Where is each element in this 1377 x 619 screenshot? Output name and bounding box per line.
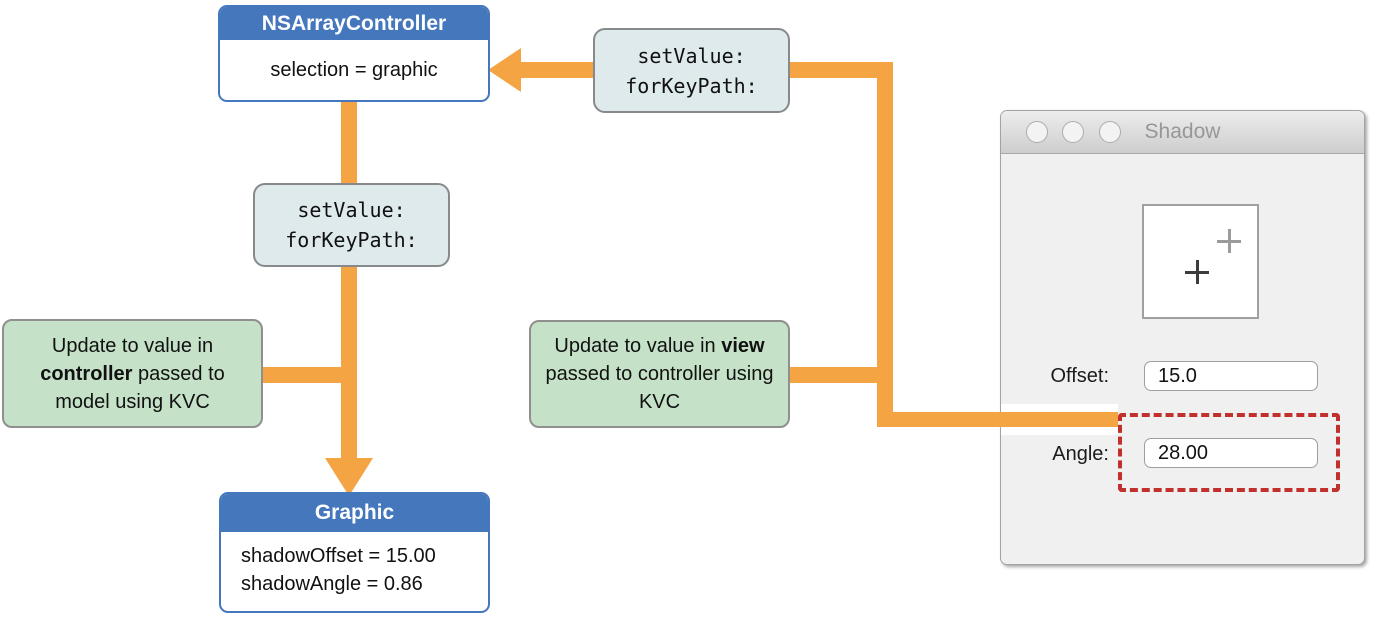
connector-controller-to-model — [341, 100, 357, 458]
window-titlebar: Shadow — [1001, 111, 1364, 154]
angle-label: Angle: — [1052, 443, 1109, 465]
offset-field[interactable] — [1144, 361, 1318, 391]
graphic-title: Graphic — [221, 494, 488, 532]
angle-field[interactable] — [1144, 438, 1318, 468]
shadow-inspector-window: Shadow Offset: Angle: — [1000, 110, 1365, 565]
note-bold-word: controller — [40, 362, 133, 385]
angle-highlight-box — [1118, 413, 1340, 492]
window-title: Shadow — [1144, 120, 1221, 143]
graphic-body: shadowOffset = 15.00 shadowAngle = 0.86 — [221, 532, 488, 598]
connector-note-view — [788, 367, 877, 383]
crosshair-gray-icon — [1217, 229, 1241, 253]
nsarraycontroller-body: selection = graphic — [270, 58, 438, 81]
forkeypath-line: forKeyPath: — [625, 73, 758, 98]
setvalue-forkeypath-mid-box: setValue: forKeyPath: — [253, 183, 450, 267]
graphic-box: Graphic shadowOffset = 15.00 shadowAngle… — [219, 492, 490, 613]
offset-label: Offset: — [1050, 365, 1109, 387]
setvalue-line: setValue: — [637, 43, 746, 68]
minimize-icon[interactable] — [1062, 121, 1084, 143]
connector-right-vertical — [877, 62, 893, 427]
shadow-offset-value: shadowOffset = 15.00 — [241, 545, 436, 567]
note-controller-update: Update to value in controller passed to … — [2, 319, 263, 428]
shadow-preview-well — [1142, 204, 1259, 319]
note-text: passed to model using KVC — [55, 362, 225, 413]
zoom-icon[interactable] — [1099, 121, 1121, 143]
connector-note-controller — [261, 367, 341, 383]
arrowhead-left-icon — [488, 48, 521, 92]
close-icon[interactable] — [1026, 121, 1048, 143]
nsarraycontroller-title: NSArrayController — [220, 7, 488, 40]
setvalue-forkeypath-top-box: setValue: forKeyPath: — [593, 28, 790, 113]
note-text: passed to controller using KVC — [545, 363, 774, 413]
shadow-angle-value: shadowAngle = 0.86 — [241, 573, 423, 595]
note-text: Update to value in — [51, 334, 214, 357]
nsarraycontroller-box: NSArrayController selection = graphic — [218, 5, 490, 102]
note-view-update: Update to value in view passed to contro… — [529, 320, 790, 428]
forkeypath-line: forKeyPath: — [285, 228, 418, 252]
note-text: Update to value in — [554, 335, 722, 357]
note-bold-word: view — [721, 335, 765, 357]
arrowhead-down-icon — [325, 458, 373, 496]
setvalue-line: setValue: — [297, 198, 406, 222]
crosshair-dark-icon — [1185, 260, 1209, 284]
connector-angle-field — [877, 412, 1118, 427]
